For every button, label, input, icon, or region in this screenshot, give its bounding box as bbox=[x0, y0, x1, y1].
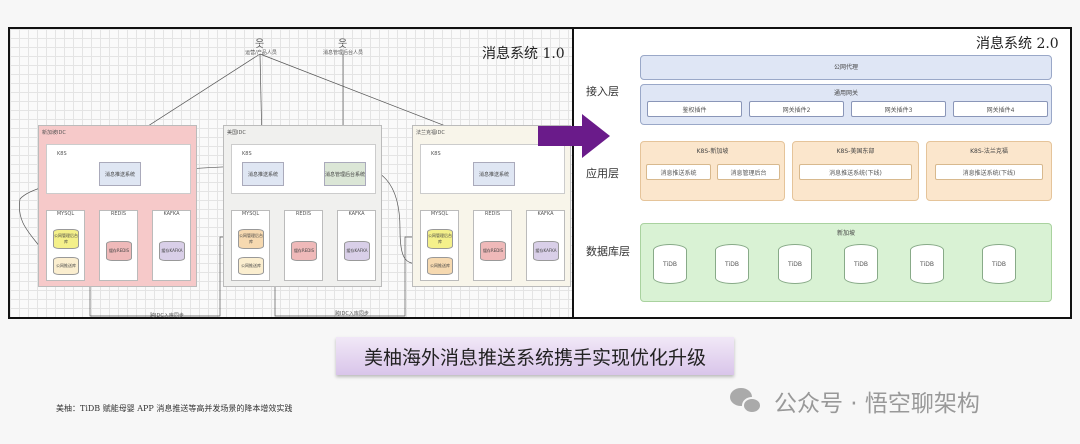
region-2: 美国IDC K8S 消息推送系统 消息管理后台系统 MYSQL 公网管理后台库 … bbox=[223, 125, 382, 287]
db-cylinder: 缓存REDIS bbox=[291, 241, 317, 261]
plugin-box: 鉴权插件 bbox=[647, 101, 742, 117]
v1-title: 消息系统 1.0 bbox=[482, 46, 565, 62]
caption-banner: 美柚海外消息推送系统携手实现优化升级 bbox=[336, 337, 734, 375]
message-system-v1-panel: 消息系统 1.0 웃 运营/产品人员 웃 消息管理后台人员 新加坡IDC K8S… bbox=[8, 27, 574, 319]
message-system-v2-panel: 消息系统 2.0 接入层 应用层 数据库层 公网代理 通用网关 鉴权插件 网关插… bbox=[572, 27, 1072, 319]
k8s-label: K8S bbox=[57, 151, 67, 157]
gateway-label: 通用网关 bbox=[833, 90, 858, 97]
tidb-cylinder: TiDB bbox=[982, 244, 1016, 284]
db-cylinder: 公网推送库 bbox=[238, 257, 264, 275]
app-box: 消息推送系统 bbox=[646, 164, 711, 180]
link-label: 跨IDC入库同步 bbox=[335, 311, 369, 317]
actor-label: 消息管理后台人员 bbox=[322, 50, 363, 56]
wechat-icon bbox=[730, 386, 766, 416]
cluster-label: K8S-法兰克福 bbox=[970, 148, 1008, 155]
k8s-label: K8S bbox=[242, 151, 252, 157]
db-region-label: 新加坡 bbox=[836, 230, 855, 237]
region-label: 法兰克福IDC bbox=[416, 130, 445, 136]
layer-label-access: 接入层 bbox=[586, 85, 619, 98]
col-label: MYSQL bbox=[241, 211, 260, 217]
layer-label-app: 应用层 bbox=[586, 167, 619, 180]
db-cylinder: 缓存REDIS bbox=[480, 241, 506, 261]
actor-icon: 웃 bbox=[255, 39, 265, 50]
col-label: KAFKA bbox=[537, 211, 554, 217]
db-region: 新加坡 TiDB TiDB TiDB TiDB TiDB TiDB bbox=[640, 223, 1052, 302]
k8s-cluster: K8S-法兰克福 消息推送系统(下线) bbox=[926, 141, 1052, 201]
footnote: 美柚：TiDB 赋能母婴 APP 消息推送等高并发场景的降本增效实践 bbox=[56, 404, 293, 413]
plugin-box: 网关插件3 bbox=[851, 101, 946, 117]
cluster-label: K8S-新加坡 bbox=[696, 148, 729, 155]
app-box: 消息推送系统(下线) bbox=[935, 164, 1043, 180]
col-label: REDIS bbox=[484, 211, 501, 217]
layer-label-db: 数据库层 bbox=[586, 245, 630, 258]
k8s-label: K8S bbox=[431, 151, 441, 157]
actor-icon: 웃 bbox=[338, 39, 348, 50]
actor-label: 运营/产品人员 bbox=[245, 50, 277, 56]
tidb-cylinder: TiDB bbox=[778, 244, 812, 284]
region-1: 新加坡IDC K8S 消息推送系统 MYSQL 公网管理后台库 公网推送库 RE… bbox=[38, 125, 197, 287]
gateway-box: 通用网关 鉴权插件 网关插件2 网关插件3 网关插件4 bbox=[640, 84, 1052, 125]
plugin-box: 网关插件2 bbox=[749, 101, 844, 117]
region-3: 法兰克福IDC K8S 消息推送系统 MYSQL 公网管理后台库 公网推送库 R… bbox=[412, 125, 571, 287]
app-box: 消息推送系统(下线) bbox=[799, 164, 912, 180]
cluster-label: K8S-美国东部 bbox=[836, 148, 875, 155]
col-label: KAFKA bbox=[348, 211, 365, 217]
tidb-cylinder: TiDB bbox=[844, 244, 878, 284]
plugin-box: 网关插件4 bbox=[953, 101, 1048, 117]
db-cylinder: 公网管理后台库 bbox=[427, 229, 453, 249]
col-label: KAFKA bbox=[163, 211, 180, 217]
service-node: 消息推送系统 bbox=[473, 162, 515, 186]
service-node: 消息推送系统 bbox=[242, 162, 284, 186]
region-label: 美国IDC bbox=[227, 130, 246, 136]
col-label: MYSQL bbox=[430, 211, 449, 217]
db-cylinder: 公网推送库 bbox=[53, 257, 79, 275]
db-cylinder: 缓存REDIS bbox=[106, 241, 132, 261]
db-cylinder: 缓存KAFKA bbox=[533, 241, 559, 261]
tidb-cylinder: TiDB bbox=[715, 244, 749, 284]
tidb-cylinder: TiDB bbox=[910, 244, 944, 284]
service-node: 消息管理后台系统 bbox=[324, 162, 366, 186]
app-box: 消息管理后台 bbox=[717, 164, 780, 180]
db-cylinder: 缓存KAFKA bbox=[344, 241, 370, 261]
watermark: 公众号 · 悟空聊架构 bbox=[774, 391, 980, 417]
arrow-right-icon bbox=[538, 114, 610, 158]
db-cylinder: 公网管理后台库 bbox=[53, 229, 79, 249]
col-label: MYSQL bbox=[56, 211, 75, 217]
db-cylinder: 公网推送库 bbox=[427, 257, 453, 275]
region-label: 新加坡IDC bbox=[42, 130, 66, 136]
v2-title: 消息系统 2.0 bbox=[976, 36, 1059, 52]
public-proxy: 公网代理 bbox=[640, 55, 1052, 80]
db-cylinder: 缓存KAFKA bbox=[159, 241, 185, 261]
k8s-cluster: K8S-美国东部 消息推送系统(下线) bbox=[792, 141, 919, 201]
link-label: 跨IDC入库同步 bbox=[150, 313, 184, 319]
col-label: REDIS bbox=[110, 211, 127, 217]
db-cylinder: 公网管理后台库 bbox=[238, 229, 264, 249]
tidb-cylinder: TiDB bbox=[653, 244, 687, 284]
col-label: REDIS bbox=[295, 211, 312, 217]
service-node: 消息推送系统 bbox=[99, 162, 141, 186]
k8s-cluster: K8S-新加坡 消息推送系统 消息管理后台 bbox=[640, 141, 785, 201]
